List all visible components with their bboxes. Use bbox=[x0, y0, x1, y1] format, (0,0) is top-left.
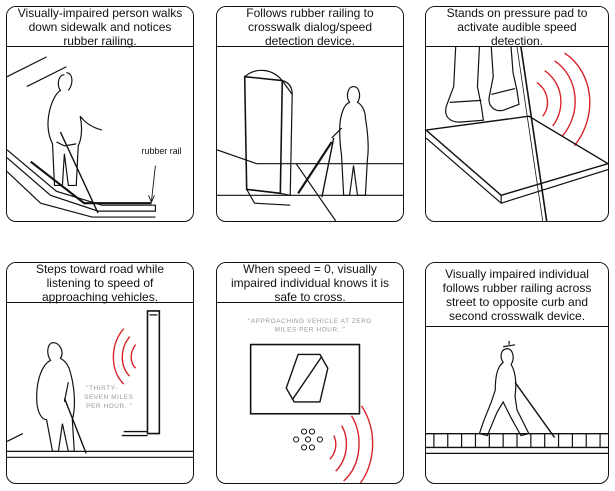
panel-2: Follows rubber railing to crosswalk dial… bbox=[216, 6, 404, 222]
sound-wave-icon bbox=[329, 405, 374, 483]
sound-wave-icon bbox=[536, 52, 591, 147]
speaker-icon bbox=[293, 428, 323, 451]
panel-3-illustration bbox=[426, 47, 608, 221]
panel-1: Visually-impaired person walks down side… bbox=[6, 6, 194, 222]
panel-3: Stands on pressure pad to activate audib… bbox=[425, 6, 609, 222]
speech-line-2: SEVEN MILES bbox=[84, 394, 133, 401]
sound-wave-icon bbox=[112, 328, 137, 385]
panel-1-caption: Visually-impaired person walks down side… bbox=[7, 7, 193, 48]
panel-4-caption: Steps toward road while listening to spe… bbox=[7, 263, 193, 304]
panel-2-caption: Follows rubber railing to crosswalk dial… bbox=[217, 7, 403, 48]
panel-5-illustration: "APPROACHING VEHICLE AT ZERO MILES PER H… bbox=[217, 303, 403, 483]
speech-line-1: "THIRTY- bbox=[86, 385, 118, 392]
panel-4: Steps toward road while listening to spe… bbox=[6, 262, 194, 484]
speech-line-1: "APPROACHING VEHICLE AT ZERO bbox=[248, 318, 372, 325]
speech-line-3: PER HOUR. " bbox=[86, 403, 132, 410]
panel-4-illustration: "THIRTY- SEVEN MILES PER HOUR. " bbox=[7, 303, 193, 483]
panel-6-illustration bbox=[426, 327, 608, 483]
panel-3-caption: Stands on pressure pad to activate audib… bbox=[426, 7, 608, 48]
speech-line-2: MILES PER HOUR. " bbox=[275, 327, 346, 334]
panel-5: When speed = 0, visually impaired indivi… bbox=[216, 262, 404, 484]
zero-digit-icon bbox=[285, 353, 329, 403]
panel-6: Visually impaired individual follows rub… bbox=[425, 262, 609, 484]
panel-5-caption: When speed = 0, visually impaired indivi… bbox=[217, 263, 403, 304]
speed-display bbox=[249, 343, 361, 415]
panel-1-illustration: rubber rail bbox=[7, 47, 193, 221]
rubber-rail-label: rubber rail bbox=[142, 146, 182, 156]
panel-6-caption: Visually impaired individual follows rub… bbox=[426, 263, 608, 327]
panel-2-illustration bbox=[217, 47, 403, 221]
